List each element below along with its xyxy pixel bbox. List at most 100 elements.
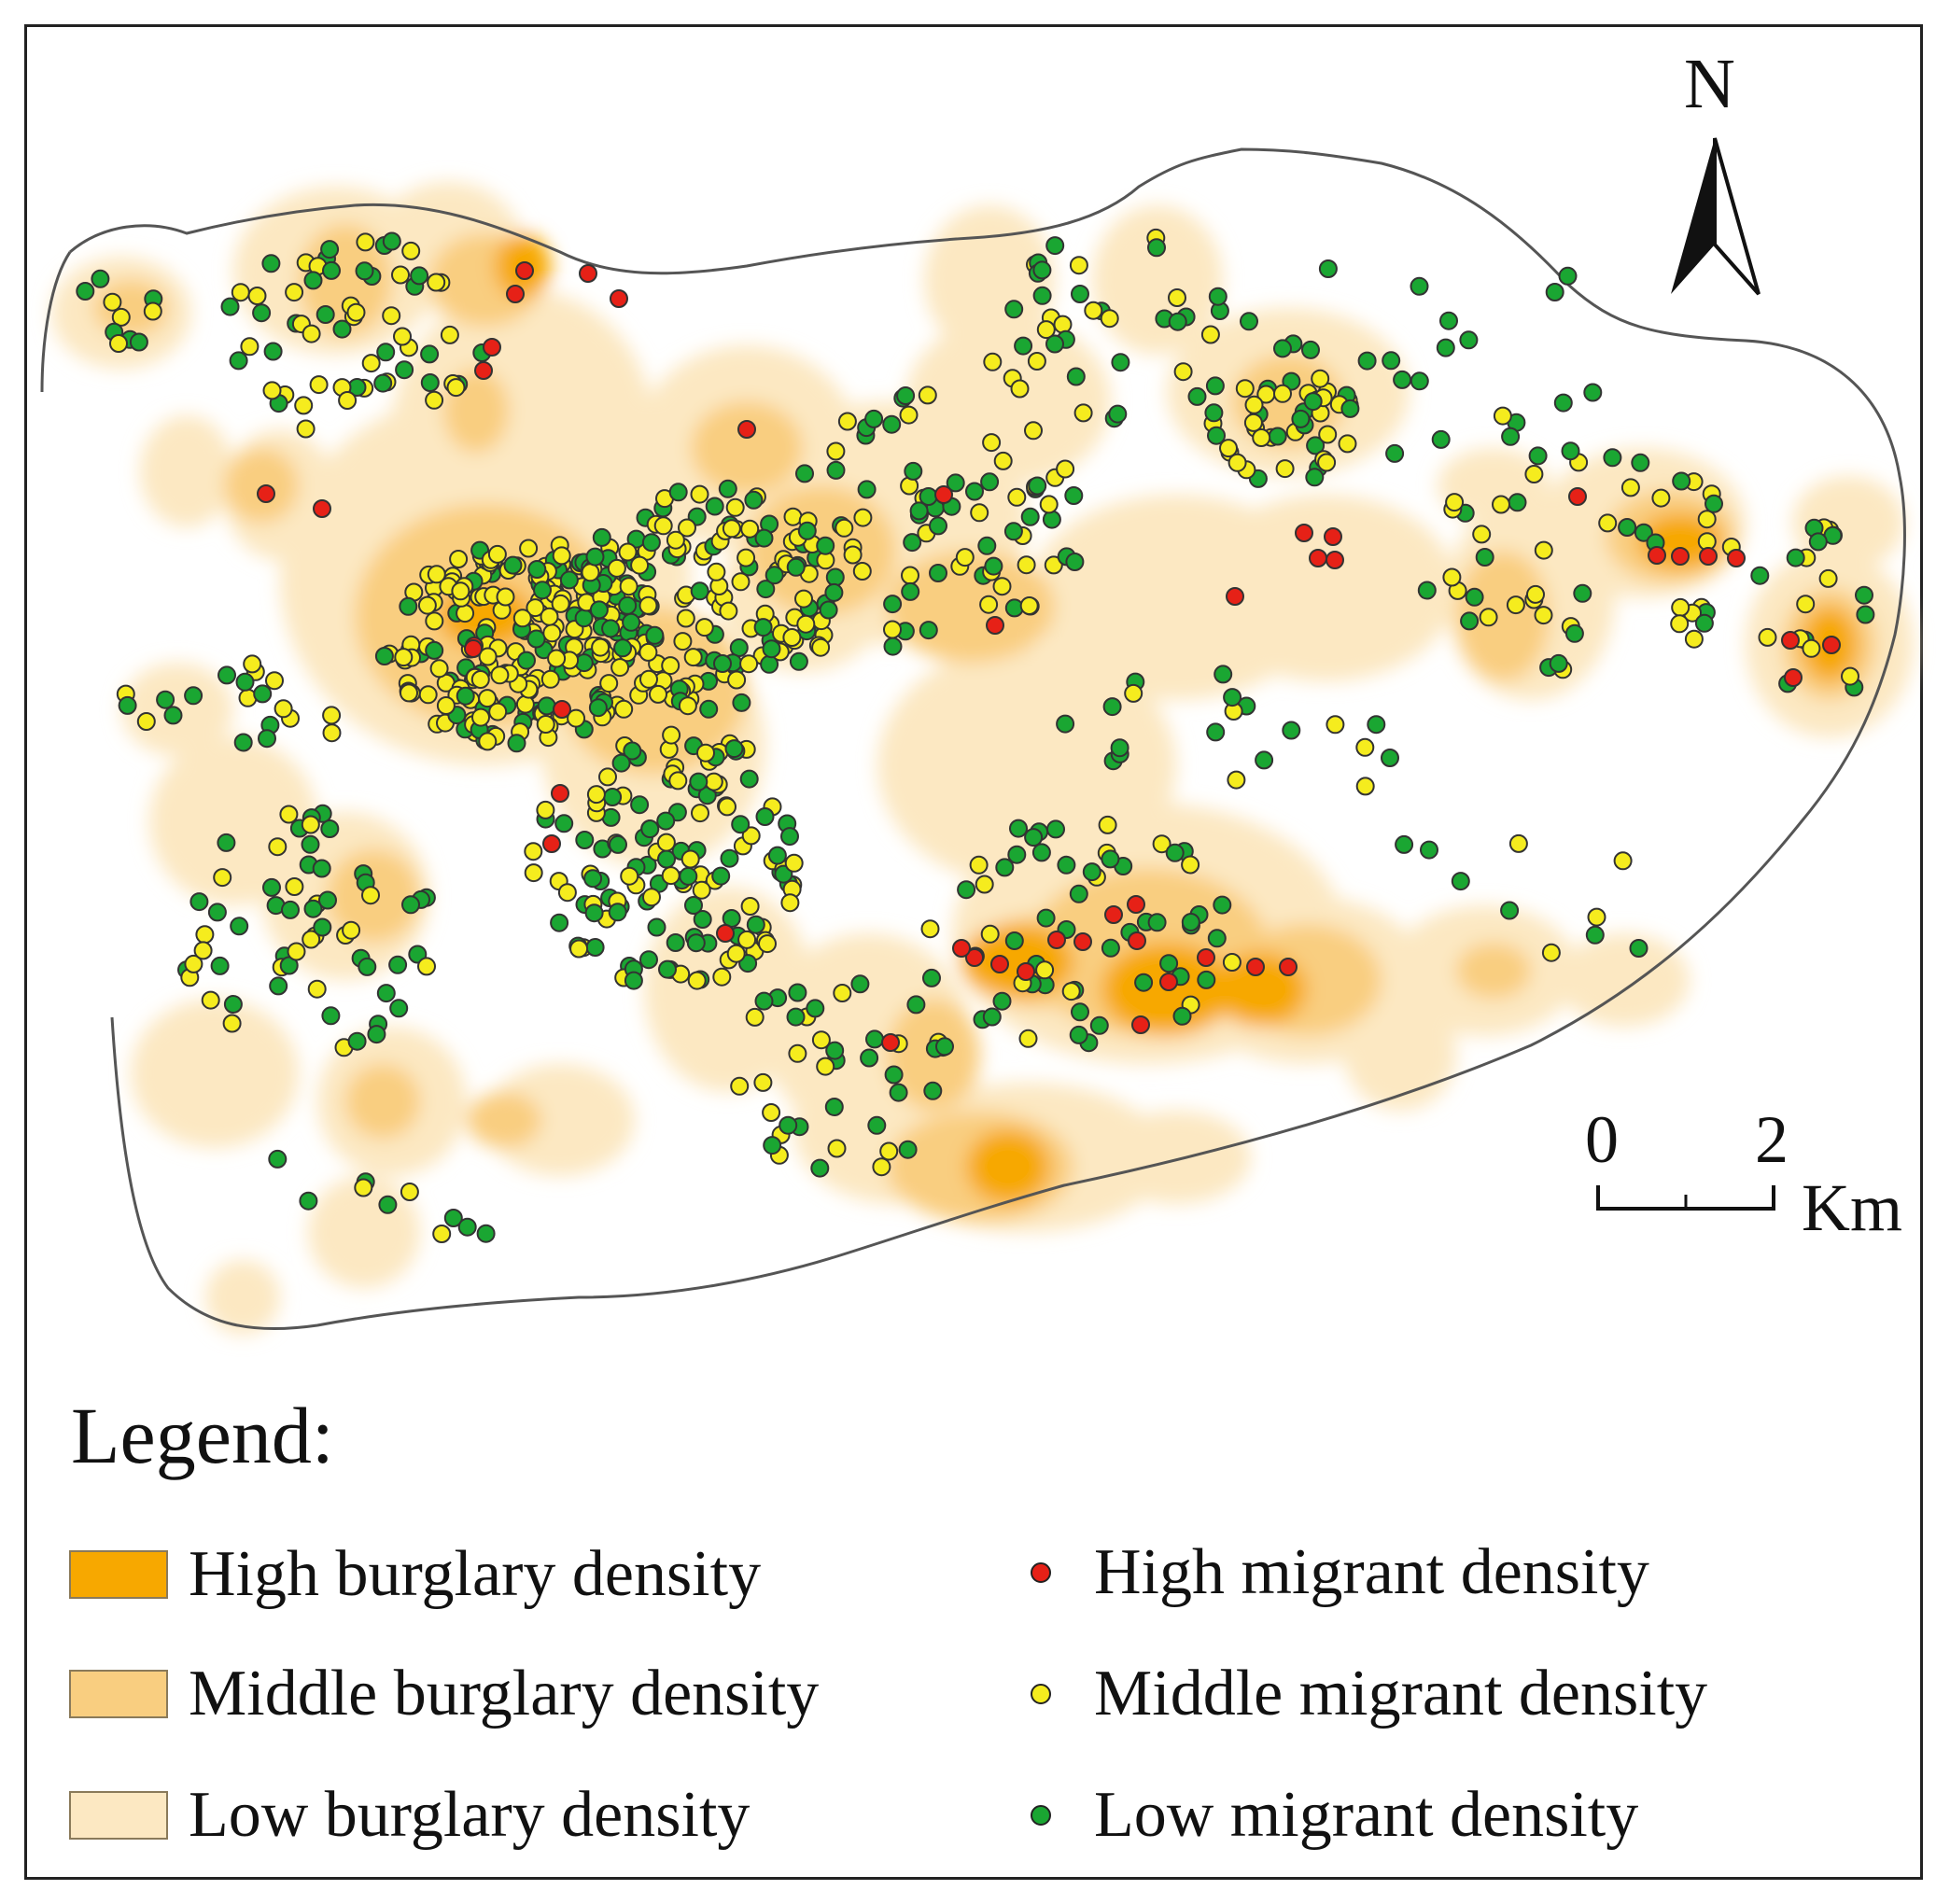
middle-migrant-point bbox=[1802, 638, 1821, 658]
middle-migrant-point bbox=[1084, 301, 1103, 320]
middle-migrant-point bbox=[1841, 666, 1859, 686]
low-migrant-point bbox=[746, 915, 765, 934]
low-migrant-point bbox=[1564, 623, 1584, 643]
middle-migrant-point bbox=[1200, 325, 1220, 344]
low-migrant-point bbox=[690, 581, 709, 601]
low-migrant-point bbox=[1187, 386, 1207, 406]
low-migrant-point bbox=[992, 991, 1012, 1011]
low-migrant-point bbox=[1014, 336, 1033, 356]
low-migrant-point bbox=[303, 899, 323, 918]
middle-migrant-point bbox=[762, 1103, 781, 1122]
low-migrant-point bbox=[1071, 285, 1089, 303]
low-migrant-point bbox=[320, 819, 340, 838]
low-migrant-point bbox=[1032, 286, 1052, 305]
middle-migrant-point bbox=[427, 565, 446, 584]
low-migrant-point bbox=[816, 536, 835, 555]
low-migrant-point bbox=[906, 995, 926, 1015]
low-burglary-area bbox=[140, 415, 233, 527]
low-migrant-point bbox=[129, 332, 148, 352]
low-migrant-point bbox=[316, 305, 335, 324]
middle-migrant-point bbox=[1010, 379, 1030, 399]
middle-migrant-point bbox=[478, 732, 498, 751]
low-migrant-point bbox=[1101, 938, 1120, 958]
low-migrant-point bbox=[1634, 523, 1653, 542]
low-migrant-point bbox=[1786, 548, 1805, 567]
low-migrant-point bbox=[312, 859, 331, 878]
low-migrant-point bbox=[1291, 409, 1311, 428]
middle-migrant-point bbox=[394, 648, 414, 667]
low-migrant-point bbox=[857, 480, 877, 499]
middle-migrant-point bbox=[598, 767, 617, 787]
low-migrant-point bbox=[1439, 311, 1458, 330]
middle-migrant-point bbox=[983, 352, 1003, 371]
middle-migrant-point bbox=[285, 877, 304, 896]
middle-migrant-point bbox=[382, 306, 401, 326]
low-migrant-point bbox=[401, 895, 420, 915]
middle-migrant-point bbox=[614, 699, 634, 719]
low-migrant-point bbox=[1808, 532, 1828, 552]
low-migrant-point bbox=[1545, 283, 1564, 301]
middle-migrant-point bbox=[661, 866, 680, 886]
high-migrant-point bbox=[1727, 549, 1746, 567]
low-migrant-point bbox=[679, 866, 698, 886]
low-migrant-point bbox=[760, 654, 779, 674]
low-migrant-point bbox=[443, 1209, 463, 1227]
low-migrant-point bbox=[639, 950, 658, 970]
middle-migrant-point bbox=[567, 708, 586, 728]
low-migrant-point bbox=[1069, 1025, 1088, 1044]
low-migrant-point bbox=[91, 269, 110, 288]
low-migrant-point bbox=[410, 266, 429, 286]
low-migrant-point bbox=[358, 957, 377, 976]
high-migrant-point bbox=[1159, 973, 1178, 991]
middle-migrant-point bbox=[136, 712, 156, 731]
low-migrant-point bbox=[261, 254, 281, 273]
low-migrant-point bbox=[896, 386, 916, 405]
middle-migrant-point bbox=[918, 385, 937, 405]
low-migrant-point bbox=[1007, 845, 1027, 864]
middle-migrant-point bbox=[992, 577, 1012, 596]
high-migrant-point bbox=[1781, 631, 1800, 650]
high-migrant-point bbox=[551, 784, 569, 803]
middle-migrant-point bbox=[446, 378, 466, 398]
middle-migrant-point bbox=[1445, 493, 1465, 512]
low-migrant-point bbox=[373, 373, 393, 393]
high-migrant-point bbox=[1699, 547, 1718, 566]
low-migrant-point bbox=[1451, 872, 1470, 891]
low-migrant-point bbox=[1618, 518, 1637, 537]
low-migrant-point bbox=[1208, 287, 1228, 306]
middle-migrant-point bbox=[707, 562, 726, 581]
high-migrant-point bbox=[483, 338, 501, 357]
low-migrant-point bbox=[1856, 605, 1875, 624]
middle-migrant-point bbox=[213, 868, 232, 888]
middle-migrant-point bbox=[109, 334, 128, 353]
low-migrant-point bbox=[303, 271, 323, 290]
legend-item-middle-burglary: Middle burglary density bbox=[69, 1657, 819, 1731]
middle-migrant-point bbox=[1018, 1029, 1038, 1048]
low-migrant-point bbox=[425, 640, 444, 660]
low-migrant-point bbox=[1101, 849, 1120, 869]
middle-migrant-point bbox=[274, 699, 293, 719]
middle-migrant-point bbox=[1338, 434, 1357, 454]
low-migrant-point bbox=[233, 733, 253, 752]
middle-migrant-point bbox=[1534, 606, 1553, 625]
middle-burglary-area bbox=[467, 1092, 541, 1148]
low-migrant-point bbox=[210, 956, 230, 975]
low-migrant-point bbox=[1382, 351, 1401, 371]
middle-migrant-point bbox=[638, 642, 658, 662]
middle-migrant-point bbox=[780, 893, 800, 913]
low-migrant-point bbox=[476, 1224, 496, 1243]
low-migrant-point bbox=[1508, 493, 1527, 512]
middle-migrant-point bbox=[1244, 395, 1264, 414]
low-migrant-point bbox=[965, 482, 984, 501]
scale-bar bbox=[1596, 1185, 1775, 1211]
study-area-boundary-west bbox=[40, 251, 72, 393]
middle-migrant-point bbox=[696, 743, 715, 763]
middle-migrant-point bbox=[547, 649, 567, 668]
map-frame bbox=[24, 24, 1923, 1880]
middle-burglary-area bbox=[1456, 943, 1531, 999]
low-migrant-point bbox=[763, 1136, 782, 1155]
low-migrant-point bbox=[1045, 236, 1065, 256]
low-migrant-point bbox=[1036, 908, 1056, 928]
low-migrant-point bbox=[585, 938, 605, 957]
middle-migrant-point bbox=[970, 503, 989, 523]
